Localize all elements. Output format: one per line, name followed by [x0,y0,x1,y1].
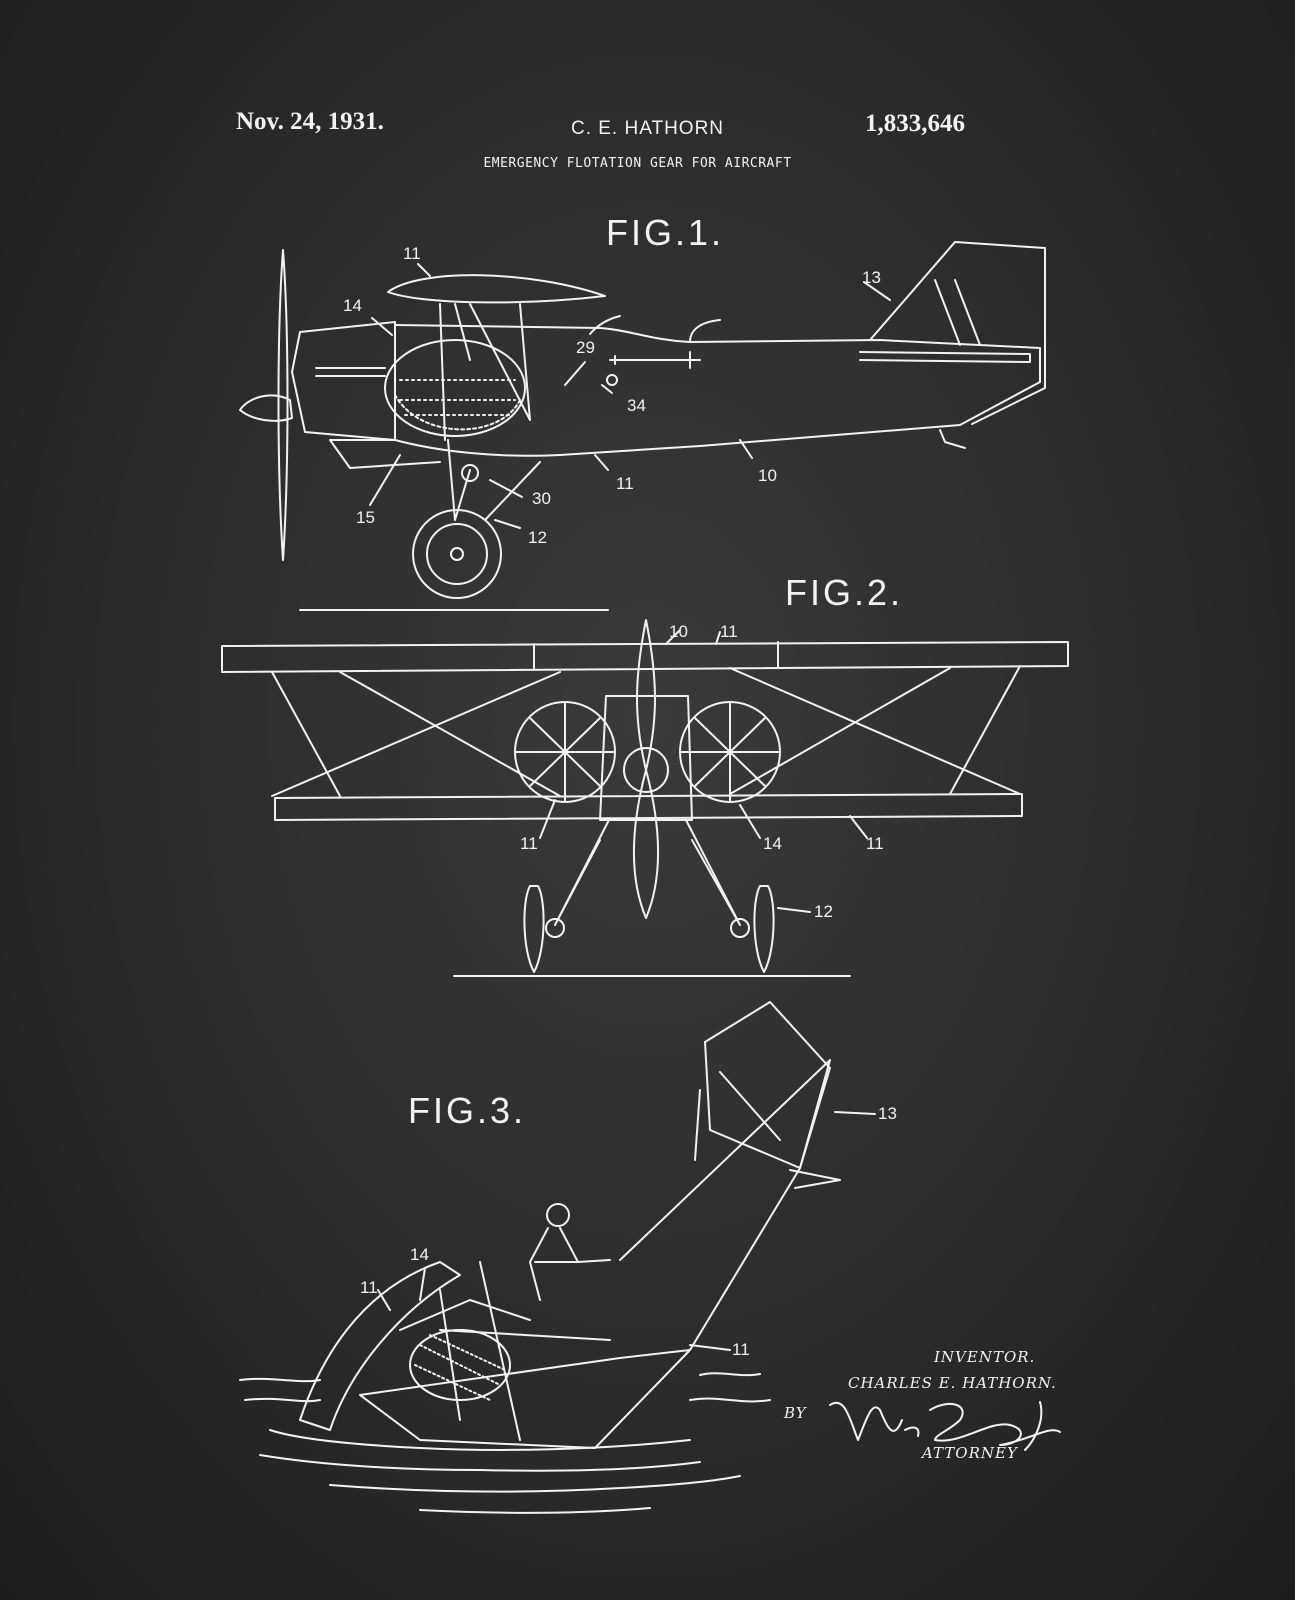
fig3-ref-11-fuselage: 11 [732,1340,750,1359]
attorney-signature [830,1402,1060,1450]
fig1-ref-12: 12 [528,528,547,547]
fig1-ref-29: 29 [576,338,595,357]
inventor-label: INVENTOR. [934,1348,1036,1366]
patent-date: Nov. 24, 1931. [236,108,384,135]
fig1-ref-14: 14 [343,296,362,315]
fig1-ref-30: 30 [532,489,551,508]
fig2-ref-10: 10 [669,622,688,641]
fig3-ref-13: 13 [878,1104,897,1123]
fig3-label: FIG.3. [408,1090,527,1131]
fig2-ref-12: 12 [814,902,833,921]
fig3-ditched-aircraft-drawing [240,1002,875,1513]
fig1-ref-11-upper-wing: 11 [403,244,421,263]
by-label: BY [784,1404,807,1422]
fig2-front-view-drawing [222,620,1068,976]
fig1-ref-34: 34 [627,396,646,415]
patent-number: 1,833,646 [865,110,965,137]
fig1-ref-10: 10 [758,466,777,485]
fig1-label: FIG.1. [606,212,725,253]
fig2-ref-11-upper: 11 [720,622,738,641]
fig2-label: FIG.2. [785,572,904,613]
patent-title: EMERGENCY FLOTATION GEAR FOR AIRCRAFT [483,156,792,171]
fig1-ref-13: 13 [862,268,881,287]
fig2-ref-11-lower-wing: 11 [866,834,884,853]
fig1-ref-15: 15 [356,508,375,527]
fig3-ref-11-wing: 11 [360,1278,378,1297]
fig3-ref-14: 14 [410,1245,429,1264]
fig2-ref-11-left-bag: 11 [520,834,538,853]
inventor-header: C. E. HATHORN [570,118,725,139]
fig2-ref-14: 14 [763,834,782,853]
fig1-side-view-drawing [240,242,1045,610]
inventor-full-name: CHARLES E. HATHORN. [848,1374,1057,1392]
fig1-ref-11-fuselage: 11 [616,474,634,493]
attorney-label: ATTORNEY [922,1444,1018,1462]
